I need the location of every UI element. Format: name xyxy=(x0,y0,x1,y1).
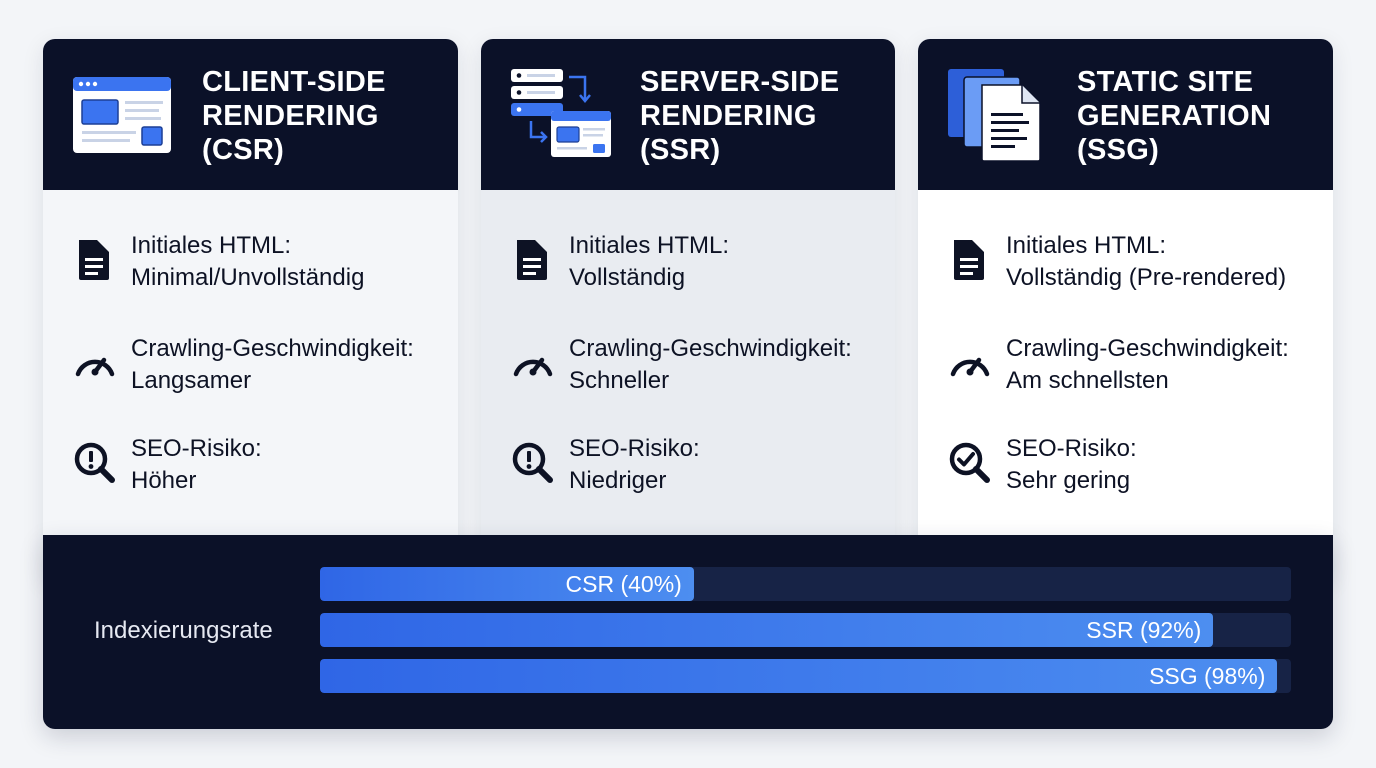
speedometer-icon xyxy=(75,357,115,377)
title-line: (SSR) xyxy=(640,134,721,166)
title-line: GENERATION xyxy=(1077,100,1272,132)
metric-label: SEO-Risiko: xyxy=(569,435,700,462)
metric-label: Initiales HTML: xyxy=(569,232,730,259)
metric-value: Niedriger xyxy=(569,467,667,494)
card-header: STATIC SITE GENERATION (SSG) xyxy=(918,39,1333,190)
indexing-bar-ssg: SSG (98%) xyxy=(320,659,1278,693)
indexing-bar-label: SSR (92%) xyxy=(1086,617,1202,643)
metric-value: Sehr gering xyxy=(1006,467,1131,494)
metric-value: Am schnellsten xyxy=(1006,367,1169,394)
card-ssg: STATIC SITE GENERATION (SSG) Initiales H… xyxy=(918,39,1333,579)
metric-value: Minimal/Unvollständig xyxy=(131,264,365,291)
metric-text: Initiales HTML: Vollständig xyxy=(569,230,729,294)
indexing-rate-panel: Indexierungsrate CSR (40%) SSR (92%) SSG… xyxy=(43,535,1333,729)
indexing-bar-track-csr: CSR (40%) xyxy=(320,567,1291,601)
metric-crawl-speed: Crawling-Geschwindigkeit: Schneller xyxy=(511,333,885,403)
document-icon xyxy=(79,240,109,280)
metric-label: SEO-Risiko: xyxy=(131,435,262,462)
metric-text: Crawling-Geschwindigkeit: Am schnellsten xyxy=(1006,333,1289,397)
title-line: SERVER-SIDE xyxy=(640,66,840,98)
indexing-bar-track-ssr: SSR (92%) xyxy=(320,613,1291,647)
metric-text: Initiales HTML: Minimal/Unvollständig xyxy=(131,230,364,294)
indexing-rate-label: Indexierungsrate xyxy=(94,617,273,644)
metric-value: Langsamer xyxy=(131,367,252,394)
card-header: CLIENT-SIDE RENDERING (CSR) xyxy=(43,39,458,190)
search-warning-icon xyxy=(74,442,115,483)
metric-label: Initiales HTML: xyxy=(1006,232,1167,259)
card-title: CLIENT-SIDE RENDERING (CSR) xyxy=(202,65,442,167)
search-warning-icon xyxy=(512,442,553,483)
metric-text: SEO-Risiko: Niedriger xyxy=(569,433,700,497)
metric-initial-html: Initiales HTML: Vollständig xyxy=(511,230,885,300)
metric-text: Crawling-Geschwindigkeit: Schneller xyxy=(569,333,852,397)
indexing-bar-ssr: SSR (92%) xyxy=(320,613,1214,647)
metric-crawl-speed: Crawling-Geschwindigkeit: Am schnellsten xyxy=(948,333,1323,403)
metric-value: Höher xyxy=(131,467,197,494)
card-title: STATIC SITE GENERATION (SSG) xyxy=(1077,65,1317,167)
document-icon xyxy=(954,240,984,280)
speedometer-icon xyxy=(950,357,990,377)
indexing-bar-label: CSR (40%) xyxy=(565,571,682,597)
metric-value: Vollständig (Pre-rendered) xyxy=(1006,264,1287,291)
title-line: RENDERING xyxy=(202,100,379,132)
metric-seo-risk: SEO-Risiko: Niedriger xyxy=(511,433,885,503)
card-body: Initiales HTML: Minimal/Unvollständig Cr… xyxy=(43,190,458,579)
metric-text: SEO-Risiko: Höher xyxy=(131,433,262,497)
card-csr: CLIENT-SIDE RENDERING (CSR) Initiales HT… xyxy=(43,39,458,579)
metric-seo-risk: SEO-Risiko: Höher xyxy=(73,433,448,503)
metric-initial-html: Initiales HTML: Vollständig (Pre-rendere… xyxy=(948,230,1323,300)
indexing-bar-csr: CSR (40%) xyxy=(320,567,694,601)
metric-value: Schneller xyxy=(569,367,670,394)
server-to-browser-icon xyxy=(511,69,611,157)
card-header: SERVER-SIDE RENDERING (SSR) xyxy=(481,39,895,190)
metric-seo-risk: SEO-Risiko: Sehr gering xyxy=(948,433,1323,503)
title-line: STATIC SITE xyxy=(1077,66,1254,98)
search-check-icon xyxy=(949,442,990,483)
metric-label: SEO-Risiko: xyxy=(1006,435,1137,462)
metric-crawl-speed: Crawling-Geschwindigkeit: Langsamer xyxy=(73,333,448,403)
stacked-documents-icon xyxy=(948,69,1041,162)
metric-label: Crawling-Geschwindigkeit: xyxy=(1006,335,1289,362)
metric-text: SEO-Risiko: Sehr gering xyxy=(1006,433,1137,497)
indexing-bar-track-ssg: SSG (98%) xyxy=(320,659,1291,693)
card-body: Initiales HTML: Vollständig Crawling-Ges… xyxy=(481,190,895,579)
card-title: SERVER-SIDE RENDERING (SSR) xyxy=(640,65,880,167)
metric-value: Vollständig xyxy=(569,264,686,291)
card-ssr: SERVER-SIDE RENDERING (SSR) Initiales HT… xyxy=(481,39,895,579)
metric-label: Crawling-Geschwindigkeit: xyxy=(131,335,414,362)
title-line: (CSR) xyxy=(202,134,285,166)
metric-label: Initiales HTML: xyxy=(131,232,292,259)
title-line: (SSG) xyxy=(1077,134,1160,166)
speedometer-icon xyxy=(513,357,553,377)
card-body: Initiales HTML: Vollständig (Pre-rendere… xyxy=(918,190,1333,579)
metric-text: Crawling-Geschwindigkeit: Langsamer xyxy=(131,333,414,397)
metric-text: Initiales HTML: Vollständig (Pre-rendere… xyxy=(1006,230,1286,294)
title-line: RENDERING xyxy=(640,100,817,132)
document-icon xyxy=(517,240,547,280)
metric-initial-html: Initiales HTML: Minimal/Unvollständig xyxy=(73,230,448,300)
title-line: CLIENT-SIDE xyxy=(202,66,386,98)
indexing-bar-label: SSG (98%) xyxy=(1149,663,1266,689)
metric-label: Crawling-Geschwindigkeit: xyxy=(569,335,852,362)
browser-window-icon xyxy=(73,77,171,153)
